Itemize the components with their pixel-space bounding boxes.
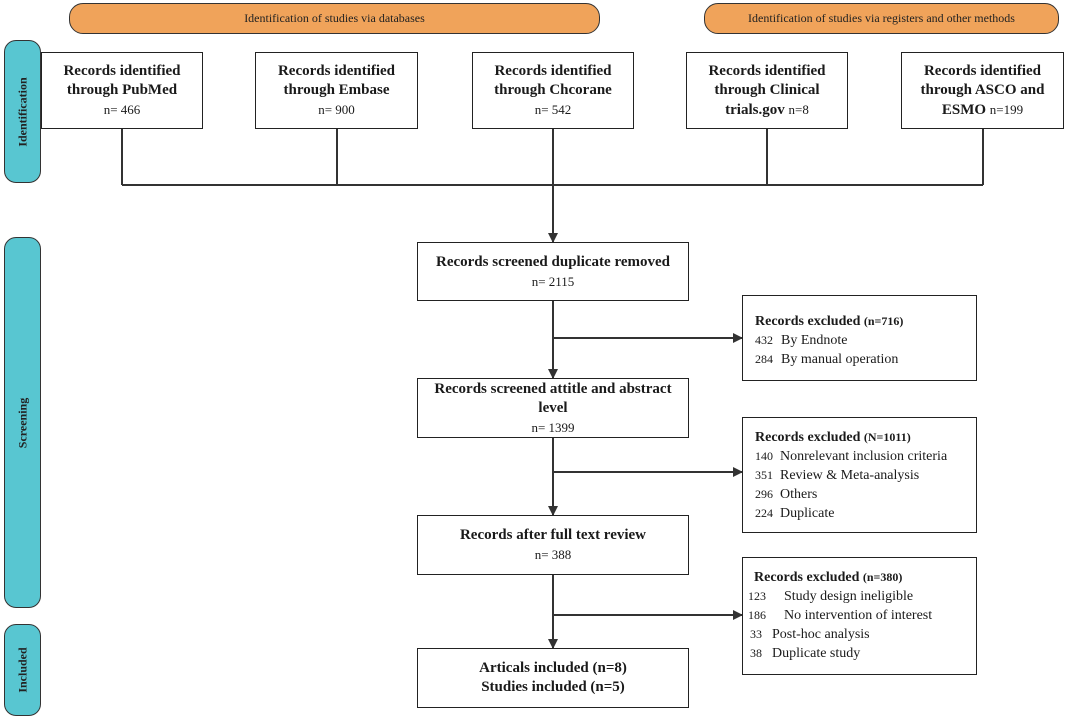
source-title-line: Records identified [923,62,1042,79]
exclusion-item-num: 284 [755,352,773,366]
exclusion-item-label: Duplicate [780,506,835,521]
flow-count: n= 1399 [531,419,575,435]
exclusion-box-3: Records excluded (n=380) 123 Study design… [742,557,977,675]
exclusion-item-num: 224 [755,506,773,520]
source-count: n= 466 [103,102,141,117]
exclusion-box-2: Records excluded (N=1011) 140 Nonrelevant… [742,417,977,533]
phase-identification-label: Identification [15,76,29,147]
phase-identification: Identification [4,40,41,183]
exclusion-item-label: By Endnote [781,333,848,348]
exclusion-item-label: Review & Meta-analysis [780,468,920,483]
source-title-line: Records identified [494,63,612,79]
flow-count: n= 2115 [531,273,575,289]
source-box-pubmed: Records identified through PubMed n= 466 [41,52,203,129]
exclusion-title-text: Records excluded [755,314,864,329]
flow-title: Records screened attitle and abstract le… [434,380,672,416]
included-studies: Studies included (n=5) [481,679,625,695]
banner-registers: Identification of studies via registers … [704,3,1059,34]
flow-count: n= 388 [534,547,572,562]
flow-title: Records after full text review [459,527,647,543]
box-abstract-screening: Records screened attitle and abstract le… [417,378,689,438]
banner-databases: Identification of studies via databases [69,3,600,34]
source-count: n= 542 [534,102,572,117]
exclusion-title-text: Records excluded [755,430,864,445]
flow-title: Records screened duplicate removed [436,253,670,270]
exclusion-title: Records excluded (n=716) [755,312,976,331]
exclusion-count: (n=380) [862,570,903,584]
exclusion-item-num: 140 [755,449,773,463]
exclusion-item-num: 186 [748,608,766,622]
phase-screening-label: Screening [15,397,29,448]
exclusion-item-label: By manual operation [781,352,899,367]
exclusion-title: Records excluded (n=380) [748,568,976,587]
exclusion-box-1: Records excluded (n=716) 432 By Endnote 2… [742,295,977,381]
source-box-asco-esmo: Records identified through ASCO and ESMO… [901,52,1064,129]
exclusion-title: Records excluded (N=1011) [755,428,976,447]
source-title-line: Records identified [277,63,396,79]
source-title-line: ESMO [941,101,987,118]
exclusion-item-label: Duplicate study [772,646,861,661]
box-full-text-review: Records after full text review n= 388 [417,515,689,575]
exclusion-item: 38 Duplicate study [748,644,976,663]
exclusion-item-num: 38 [750,646,762,660]
exclusion-item-label: Nonrelevant inclusion criteria [780,449,948,464]
exclusion-item-num: 33 [750,627,762,641]
source-title-line: through Embase [283,82,390,98]
source-title-line: Records identified [708,62,826,79]
exclusion-count: (n=716) [863,314,904,328]
exclusion-item: 351 Review & Meta-analysis [755,466,976,485]
exclusion-item-label: Post-hoc analysis [772,627,870,642]
source-title-line: Records identified [63,63,181,79]
exclusion-item-num: 123 [748,589,766,603]
exclusion-item: 123 Study design ineligible [748,587,976,606]
phase-included-label: Included [15,647,29,693]
source-box-clinical-trials: Records identified through Clinical tria… [686,52,848,129]
exclusion-item-label: Study design ineligible [784,589,914,604]
exclusion-item: 284 By manual operation [755,350,976,369]
exclusion-item-num: 351 [755,468,773,482]
source-title-line: through PubMed [66,82,178,98]
exclusion-item: 296 Others [755,485,976,504]
exclusion-item-num: 432 [755,333,773,347]
box-duplicate-removed: Records screened duplicate removed n= 21… [417,242,689,301]
source-count: n= 900 [318,102,355,117]
exclusion-count: (N=1011) [863,430,911,444]
exclusion-item: 224 Duplicate [755,504,976,523]
exclusion-item: 186 No intervention of interest [748,606,976,625]
source-count: n=199 [989,101,1024,117]
phase-included: Included [4,624,41,716]
exclusion-item: 33 Post-hoc analysis [748,625,976,644]
phase-screening: Screening [4,237,41,608]
source-count: n=8 [788,101,809,117]
source-title-line: through ASCO and [920,81,1045,98]
source-title-line: through Clinical [714,81,820,98]
source-title-line: trials.gov [725,101,785,118]
source-box-embase: Records identified through Embase n= 900 [255,52,418,129]
exclusion-title-text: Records excluded [754,570,863,585]
banner-registers-label: Identification of studies via registers … [748,11,1015,25]
source-box-cochrane: Records identified through Chcorane n= 5… [472,52,634,129]
exclusion-item-num: 296 [755,487,773,501]
banner-databases-label: Identification of studies via databases [244,11,425,25]
included-articles: Articals included (n=8) [479,660,627,676]
exclusion-item-label: Others [780,487,818,502]
exclusion-item: 140 Nonrelevant inclusion criteria [755,447,976,466]
box-included: Articals included (n=8) Studies included… [417,648,689,708]
exclusion-item-label: No intervention of interest [784,608,933,623]
source-title-line: through Chcorane [494,82,612,98]
exclusion-item: 432 By Endnote [755,331,976,350]
